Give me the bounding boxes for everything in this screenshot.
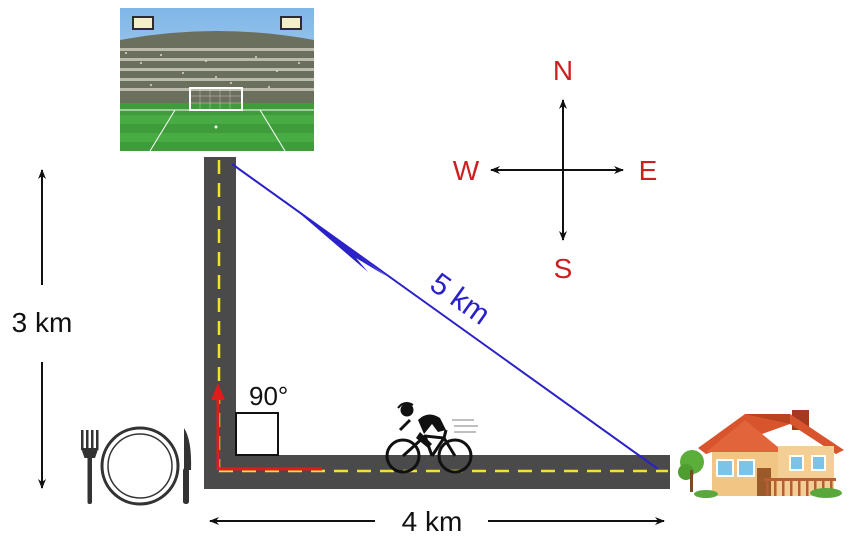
knife-icon bbox=[183, 428, 192, 504]
diagonal-distance-label: 5 km bbox=[424, 267, 496, 332]
compass-east-label: E bbox=[639, 155, 658, 186]
road-vertical-segment bbox=[204, 157, 670, 489]
stadium-image bbox=[120, 8, 314, 152]
compass-north-label: N bbox=[553, 55, 573, 86]
plate-icon bbox=[100, 426, 180, 506]
compass: N S E W bbox=[453, 55, 658, 284]
compass-west-label: W bbox=[453, 155, 480, 186]
diagonal-path bbox=[231, 163, 659, 470]
path-direction-arrows bbox=[211, 383, 322, 471]
house-icon bbox=[678, 410, 844, 498]
restaurant-plate-icon bbox=[81, 426, 192, 506]
compass-south-label: S bbox=[554, 253, 573, 284]
vertical-distance-label: 3 km bbox=[12, 307, 73, 338]
right-angle-marker bbox=[235, 412, 279, 456]
fork-icon bbox=[81, 430, 99, 504]
cyclist-icon bbox=[385, 402, 478, 474]
angle-label: 90° bbox=[249, 381, 288, 411]
road bbox=[204, 157, 670, 489]
horizontal-distance-label: 4 km bbox=[402, 506, 463, 537]
